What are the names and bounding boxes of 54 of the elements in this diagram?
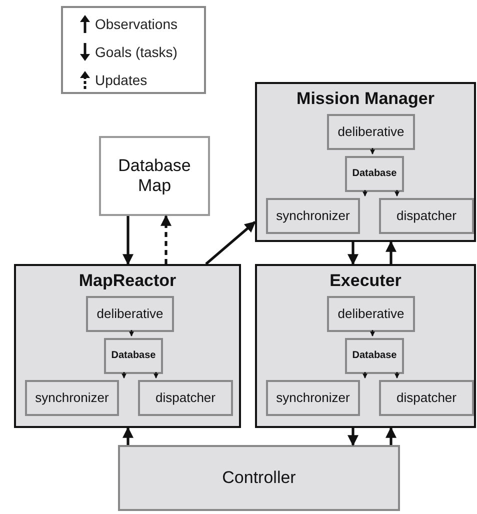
module-box (327, 114, 415, 150)
node-label: Database (111, 350, 156, 362)
arrow (122, 426, 134, 445)
arrow (386, 240, 396, 264)
component-panel (14, 264, 241, 428)
panel-title: Executer (330, 271, 402, 292)
database-box (345, 338, 404, 374)
arrow (362, 372, 368, 378)
node-label: dispatcher (156, 390, 216, 406)
process-box (99, 136, 210, 216)
module-box (266, 198, 360, 234)
arrow (154, 372, 158, 378)
module-box (25, 380, 119, 416)
node-label: deliberative (96, 306, 164, 322)
panel-title: Mission Manager (296, 89, 434, 110)
legend-label: Observations (95, 16, 178, 32)
node-label: dispatcher (396, 390, 456, 406)
node-label: synchronizer (276, 390, 350, 406)
arrow (205, 221, 256, 265)
node-label: Database (352, 168, 397, 180)
module-box (327, 296, 415, 332)
node-label: deliberative (338, 306, 404, 322)
legend-label: Updates (95, 72, 148, 88)
panel-title: MapReactor (78, 271, 176, 292)
arrow (394, 372, 400, 378)
arrow (160, 214, 172, 264)
database-box (104, 338, 163, 374)
arrow (348, 428, 358, 446)
node-label: synchronizer (276, 208, 350, 224)
arrow (370, 330, 375, 336)
node-label: deliberative (338, 124, 404, 140)
node-label: Database Map (117, 156, 192, 196)
component-panel (255, 264, 476, 428)
legend-label: Goals (tasks) (95, 44, 178, 60)
arrow (122, 216, 134, 266)
module-box (266, 380, 360, 416)
arrow (122, 372, 126, 378)
arrow (129, 330, 134, 336)
node-label: synchronizer (35, 390, 109, 406)
process-box (118, 445, 400, 511)
arrow (386, 426, 396, 445)
node-label: dispatcher (396, 208, 456, 224)
module-box (86, 296, 174, 332)
node-label: Database (352, 350, 397, 362)
component-panel (255, 82, 476, 242)
node-label: Controller (222, 468, 296, 488)
arrow (370, 148, 375, 154)
module-box (379, 380, 474, 416)
database-box (345, 156, 404, 192)
module-box (138, 380, 233, 416)
arrow (348, 242, 358, 266)
arrow (394, 190, 400, 196)
arrow (362, 190, 368, 196)
module-box (379, 198, 474, 234)
